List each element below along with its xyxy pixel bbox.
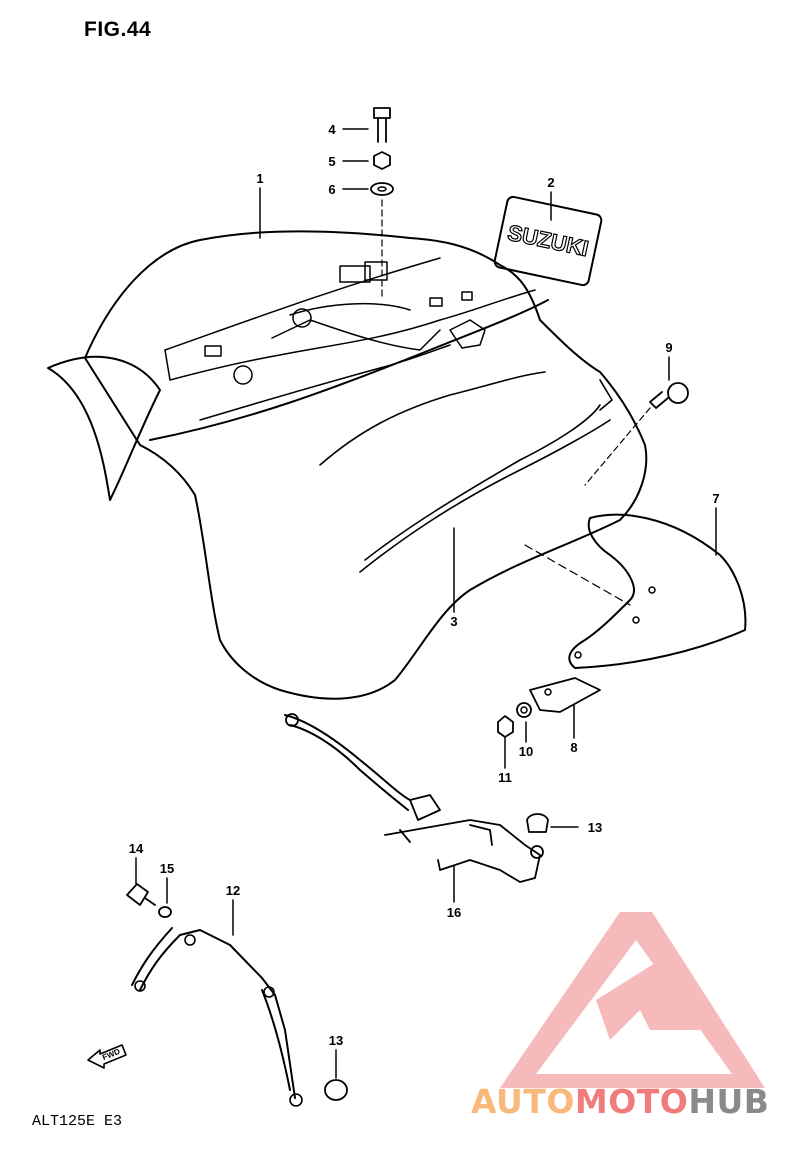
support-bracket-part-16 xyxy=(284,713,544,883)
watermark-word-auto: AUTO xyxy=(471,1082,575,1121)
plug-part-13-lower xyxy=(324,1079,348,1101)
nut-part-10 xyxy=(516,702,532,718)
watermark-word-moto: MOTO xyxy=(574,1082,689,1121)
brace-part-12 xyxy=(131,927,303,1107)
figure-title: FIG.44 xyxy=(84,18,152,41)
fender-rear-flap xyxy=(47,355,161,501)
rear-fender-part-1 xyxy=(47,230,648,700)
plug-part-13-upper xyxy=(526,813,549,833)
automotohub-logo xyxy=(500,912,765,1088)
bracket-plate-part-8 xyxy=(529,677,601,713)
watermark-text: AUTOMOTOHUB xyxy=(471,1082,769,1121)
callout-14: 14 xyxy=(129,841,144,856)
nut-part-11 xyxy=(497,715,514,738)
callout-13-lower: 13 xyxy=(329,1033,343,1048)
fwd-text: FWD xyxy=(101,1047,121,1062)
bolt-part-14 xyxy=(126,883,156,906)
bolt-part-4 xyxy=(373,107,391,143)
washer-part-6 xyxy=(370,182,394,196)
callout-8: 8 xyxy=(570,740,577,755)
callout-5: 5 xyxy=(328,154,335,169)
fender-outline xyxy=(84,230,648,700)
fwd-arrow-icon xyxy=(87,1044,127,1069)
callout-9: 9 xyxy=(665,340,672,355)
emblem-text: SUZUKI xyxy=(505,220,590,261)
leader-lines xyxy=(135,128,717,1079)
callout-7: 7 xyxy=(712,491,719,506)
nut-part-5 xyxy=(373,151,391,170)
watermark-word-hub: HUB xyxy=(688,1082,770,1121)
fender-stripe-decal-part-3 xyxy=(319,371,613,573)
callout-labels: 1 2 3 4 5 6 7 8 9 10 11 12 13 13 14 15 1… xyxy=(129,122,720,1048)
callout-12: 12 xyxy=(226,883,240,898)
mud-flap-part-7 xyxy=(568,513,747,669)
suzuki-emblem-part-2 xyxy=(493,195,603,287)
screw-part-9 xyxy=(649,382,689,409)
callout-1: 1 xyxy=(256,171,263,186)
callout-16: 16 xyxy=(447,905,461,920)
callout-13-upper: 13 xyxy=(588,820,602,835)
callout-2: 2 xyxy=(547,175,554,190)
callout-15: 15 xyxy=(160,861,174,876)
callout-10: 10 xyxy=(519,744,533,759)
model-code: ALT125E E3 xyxy=(32,1113,123,1130)
callout-11: 11 xyxy=(498,770,512,785)
callout-4: 4 xyxy=(328,122,336,137)
callout-6: 6 xyxy=(328,182,335,197)
callout-3: 3 xyxy=(450,614,457,629)
washer-part-15 xyxy=(158,906,172,918)
